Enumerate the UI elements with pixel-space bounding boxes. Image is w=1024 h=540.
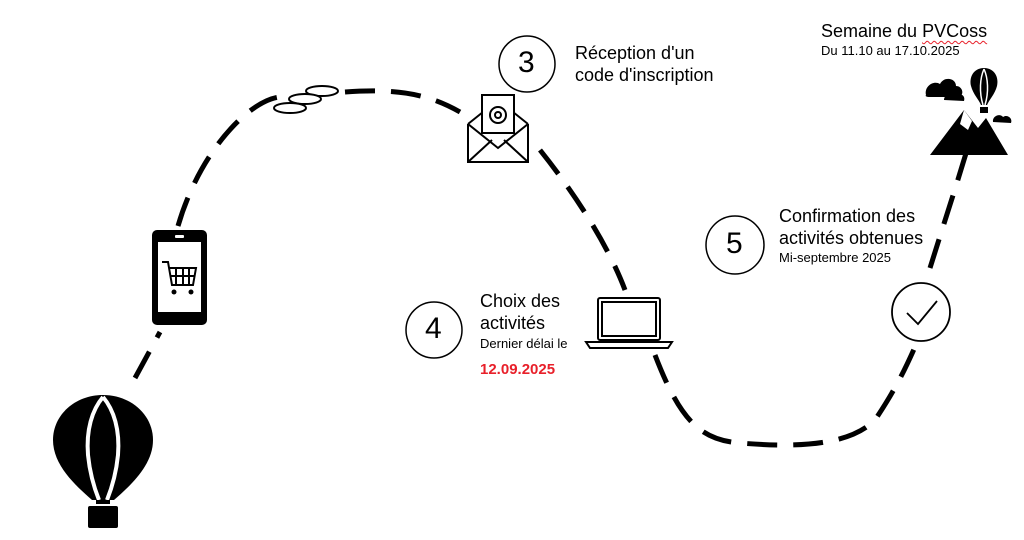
step3-line2: code d'inscription [575, 65, 714, 85]
step4-line1: Choix des [480, 291, 561, 311]
step5-line2: activités obtenues [779, 228, 924, 248]
step4-line2: activités [480, 313, 546, 333]
final-title-prefix: Semaine du [821, 21, 923, 41]
smartphone-cart-icon [152, 230, 207, 325]
step4-circle [405, 301, 463, 359]
step4-deadline-label: Dernier délai le [480, 336, 568, 351]
step5-number: 5 [726, 227, 743, 260]
step3-line1: Réception d'un [575, 43, 695, 63]
check-circle-icon [891, 282, 951, 342]
email-envelope-icon [467, 94, 529, 163]
step5-circle [705, 215, 765, 275]
mountain-balloon-icon [925, 68, 1012, 155]
final-title: Semaine du PVCoss [821, 21, 987, 42]
step4-deadline-date: 12.09.2025 [480, 361, 556, 378]
step5-date: Mi-septembre 2025 [779, 250, 891, 265]
step5-line1: Confirmation des [779, 206, 916, 226]
step4-number: 4 [425, 312, 442, 345]
laptop-icon [584, 297, 674, 349]
coins-icon [273, 85, 339, 114]
step3-circle [498, 35, 556, 93]
step3-number: 3 [518, 46, 535, 79]
final-title-word: PVCoss [922, 21, 988, 41]
journey-path [132, 88, 970, 448]
hot-air-balloon-icon [53, 395, 153, 528]
final-dates: Du 11.10 au 17.10.2025 [821, 43, 960, 58]
